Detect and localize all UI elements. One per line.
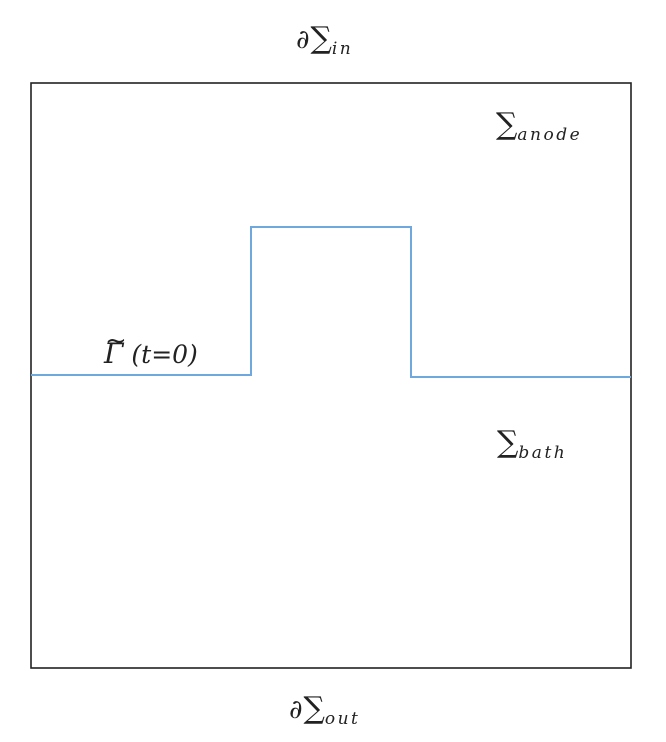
subscript-in: in <box>331 39 354 59</box>
anode-region-label: ∑anode <box>496 107 582 144</box>
subscript-bath: bath <box>518 443 568 463</box>
subscript-out: out <box>324 709 361 729</box>
tilde-accent: ~ <box>105 326 127 356</box>
bath-region-label: ∑bath <box>497 425 567 462</box>
bottom-boundary-label: ∂∑out <box>289 691 360 728</box>
partial-symbol: ∂ <box>289 695 303 725</box>
gamma-symbol: Γ <box>104 337 124 370</box>
partial-symbol: ∂ <box>296 25 310 55</box>
gamma-tilde-symbol: ~ Γ <box>104 328 127 370</box>
interface-curve <box>31 226 631 378</box>
subscript-anode: anode <box>517 125 583 145</box>
sigma-symbol: ∑ <box>310 21 332 56</box>
interface-label: ~ Γ (t=0) <box>104 328 198 370</box>
sigma-symbol: ∑ <box>496 107 518 142</box>
sigma-symbol: ∑ <box>497 425 519 460</box>
interface-condition: (t=0) <box>131 340 198 369</box>
top-boundary-label: ∂∑in <box>296 21 353 58</box>
sigma-symbol: ∑ <box>303 691 325 726</box>
